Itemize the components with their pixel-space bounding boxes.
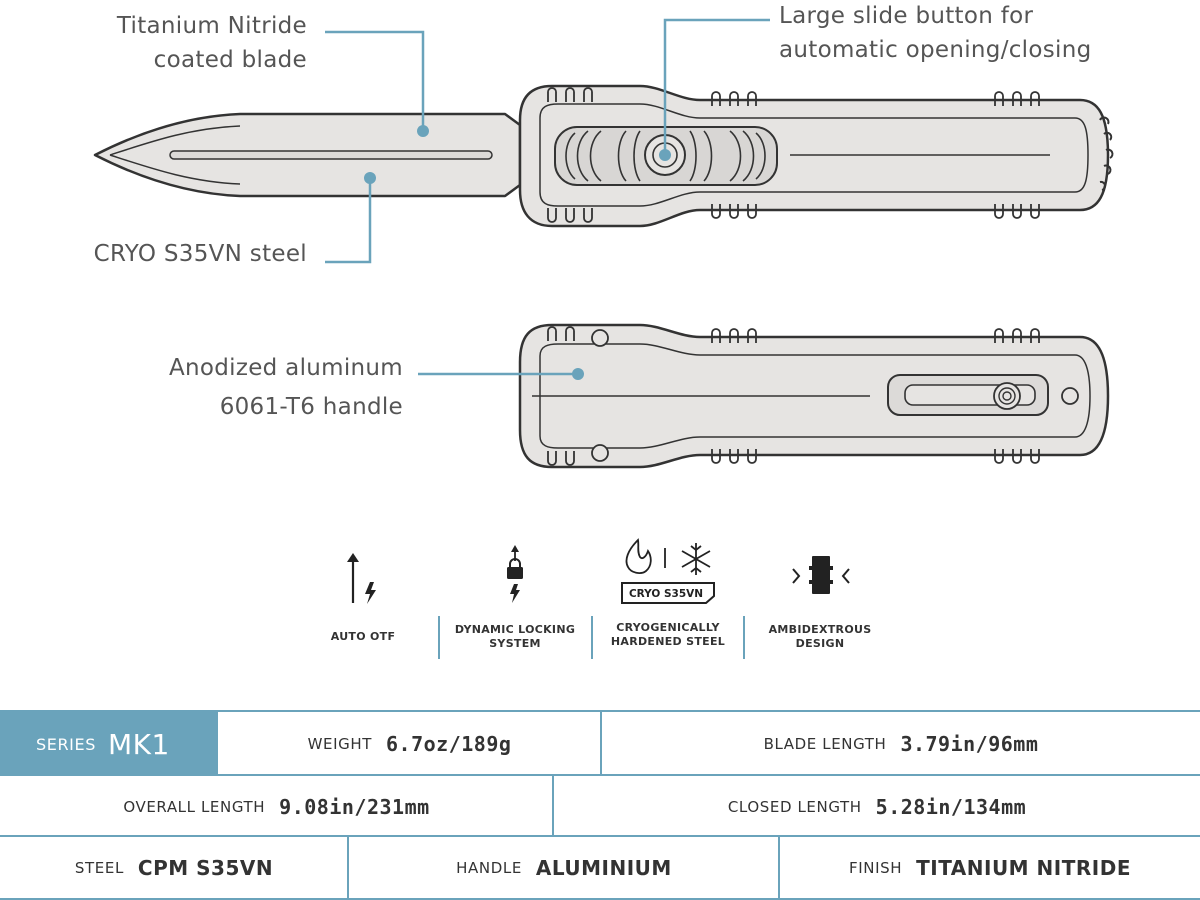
- feature-divider: [591, 616, 593, 659]
- feature-auto-otf-label: AUTO OTF: [330, 630, 396, 643]
- closed-notches-bottom: [547, 449, 1040, 466]
- series-value: MK1: [107, 727, 170, 761]
- overall-length-value: 9.08in/231mm: [279, 794, 430, 819]
- screw-right: [1061, 387, 1079, 405]
- finish-cell: FINISH TITANIUM NITRIDE: [778, 837, 1200, 898]
- pommel-bumps: [1099, 116, 1114, 191]
- blade-coating-line-2: coated blade: [153, 47, 307, 73]
- open-knife: [93, 84, 1114, 228]
- steel-line-1: CRYO S35VN steel: [93, 241, 307, 267]
- closed-inner-panel: [539, 343, 1091, 449]
- feature-ambi-label-2: DESIGN: [795, 637, 845, 650]
- ambidextrous-icon: [792, 556, 850, 594]
- slide-button-line-1: Large slide button for: [779, 3, 1034, 29]
- screw-top: [591, 329, 609, 347]
- slide-button-line-2: automatic opening/closing: [779, 37, 1092, 63]
- feature-locking: DYNAMIC LOCKING SYSTEM: [450, 623, 580, 651]
- handle-value: ALUMINIUM: [535, 855, 672, 880]
- slide-button-ridges: [565, 130, 766, 182]
- screw-bottom: [591, 444, 609, 462]
- blade-coating-line-1: Titanium Nitride: [116, 13, 307, 39]
- blade-bevel-line: [109, 125, 241, 185]
- weight-value: 6.7oz/189g: [385, 732, 512, 756]
- steel-value: CPM S35VN: [137, 855, 274, 880]
- blade-coating-callout: Titanium Nitride coated blade: [117, 9, 307, 77]
- closed-knife: [518, 323, 1110, 469]
- feature-ambi: AMBIDEXTROUS DESIGN: [760, 623, 880, 651]
- slide-button-callout: Large slide button for automatic opening…: [779, 0, 1092, 67]
- finish-label: FINISH: [849, 858, 903, 877]
- overall-length-cell: OVERALL LENGTH 9.08in/231mm: [0, 776, 553, 837]
- closed-length-value: 5.28in/134mm: [875, 794, 1027, 819]
- spec-row-3: STEEL CPM S35VN HANDLE ALUMINIUM FINISH …: [0, 835, 1200, 900]
- knife-handle: [518, 84, 1110, 228]
- handle-callout: Anodized aluminum 6061-T6 handle: [169, 349, 403, 427]
- grip-notches-bottom: [547, 204, 1040, 223]
- knife-illustration: CRYO S35VN: [93, 18, 1114, 604]
- handle-label: HANDLE: [456, 858, 522, 877]
- steel-cell: STEEL CPM S35VN: [0, 837, 348, 898]
- flame-snowflake-icon: [621, 538, 715, 604]
- feature-divider: [438, 616, 440, 659]
- blade-length-cell: BLADE LENGTH 3.79in/96mm: [600, 712, 1200, 776]
- closed-length-cell: CLOSED LENGTH 5.28in/134mm: [552, 776, 1200, 837]
- weight-cell: WEIGHT 6.7oz/189g: [218, 712, 601, 776]
- spec-table: SERIES MK1 WEIGHT 6.7oz/189g BLADE LENGT…: [0, 710, 1200, 900]
- blade-fuller: [169, 150, 493, 160]
- arrow-lightning-icon: [347, 553, 376, 604]
- spec-row-2: OVERALL LENGTH 9.08in/231mm CLOSED LENGT…: [0, 774, 1200, 837]
- series-cell: SERIES MK1: [0, 712, 218, 776]
- feature-locking-label-1: DYNAMIC LOCKING: [454, 623, 576, 636]
- overall-length-label: OVERALL LENGTH: [123, 797, 266, 816]
- cryo-badge: CRYO S35VN: [629, 588, 703, 600]
- feature-cryo-label-1: CRYOGENICALLY: [616, 621, 720, 634]
- leader-lines: [325, 18, 770, 376]
- feature-divider: [743, 616, 745, 659]
- feature-auto-otf: AUTO OTF: [313, 630, 413, 644]
- weight-label: WEIGHT: [307, 735, 372, 753]
- feature-ambi-label-1: AMBIDEXTROUS: [768, 623, 872, 636]
- lock-lightning-icon: [507, 545, 523, 603]
- finish-value: TITANIUM NITRIDE: [916, 855, 1131, 880]
- leader-dots: [364, 125, 671, 380]
- steel-callout: CRYO S35VN steel: [94, 237, 307, 271]
- handle-line-2: 6061-T6 handle: [219, 394, 403, 420]
- blade-length-value: 3.79in/96mm: [900, 732, 1039, 756]
- handle-cell: HANDLE ALUMINIUM: [347, 837, 779, 898]
- closed-notches-top: [547, 326, 1040, 343]
- grip-notches-top: [547, 87, 1040, 106]
- blade-length-label: BLADE LENGTH: [763, 735, 887, 753]
- closed-length-label: CLOSED LENGTH: [727, 797, 862, 816]
- spec-row-1: SERIES MK1 WEIGHT 6.7oz/189g BLADE LENGT…: [0, 710, 1200, 776]
- steel-label: STEEL: [74, 858, 124, 877]
- handle-line-1: Anodized aluminum: [168, 355, 403, 381]
- feature-cryo-label-2: HARDENED STEEL: [610, 635, 726, 648]
- feature-locking-label-2: SYSTEM: [489, 637, 541, 650]
- feature-cryo: CRYOGENICALLY HARDENED STEEL: [600, 621, 736, 649]
- handle-inner-panel: [539, 103, 1089, 207]
- series-label: SERIES: [36, 734, 96, 754]
- clip-screw: [993, 382, 1021, 410]
